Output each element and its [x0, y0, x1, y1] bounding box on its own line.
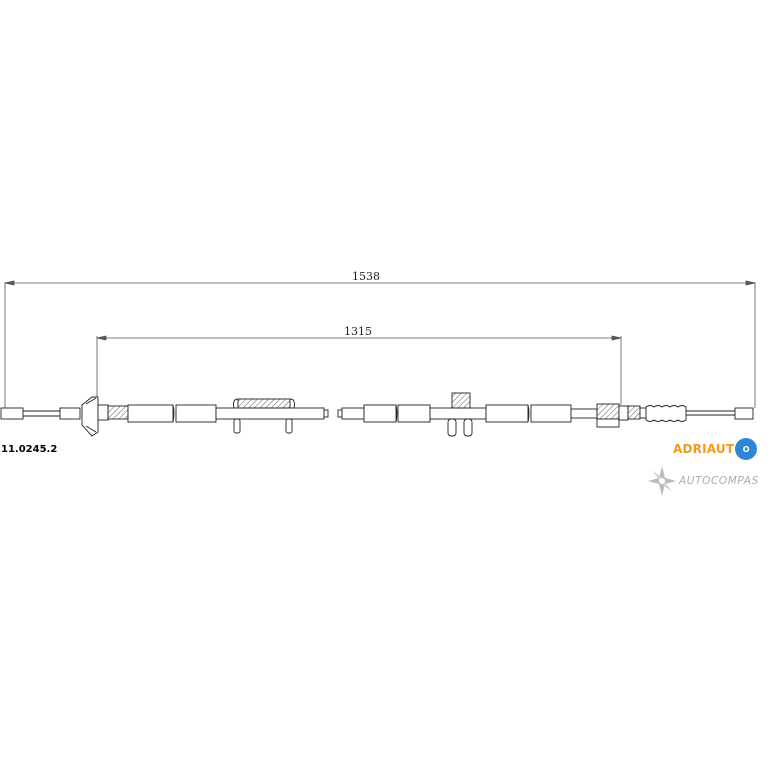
overall-dimension: [4, 280, 756, 408]
compass-star-icon: [648, 466, 676, 496]
holder-clip: [237, 398, 291, 409]
adriauto-badge-icon: O: [735, 438, 758, 460]
mounting-bracket: [81, 396, 99, 437]
overall-length-label: 1538: [352, 270, 380, 283]
left-end-nipple: [0, 407, 24, 420]
adriauto-logo: ADRIAUT O: [673, 436, 758, 462]
inner-dimension: [96, 335, 622, 405]
inner-length-label: 1315: [344, 325, 372, 338]
rubber-boot: [645, 405, 687, 422]
part-number: 11.0245.2: [1, 444, 58, 455]
sheath-segment: [175, 404, 217, 423]
sheath-segment: [363, 404, 397, 423]
brake-cable: [0, 392, 754, 437]
sheath-segment: [127, 404, 174, 423]
autocompas-logo: AUTOCOMPAS: [646, 464, 771, 498]
sheath-segment: [397, 404, 431, 423]
autocompas-logo-text: AUTOCOMPAS: [679, 475, 759, 487]
threaded-adjuster: [107, 405, 129, 420]
threaded-adjuster: [596, 403, 620, 420]
sheath-segment: [530, 404, 572, 423]
holder-clip: [451, 392, 471, 409]
right-end-nipple: [734, 407, 754, 420]
adriauto-logo-text: ADRIAUT: [673, 442, 735, 456]
sheath-segment: [485, 404, 529, 423]
